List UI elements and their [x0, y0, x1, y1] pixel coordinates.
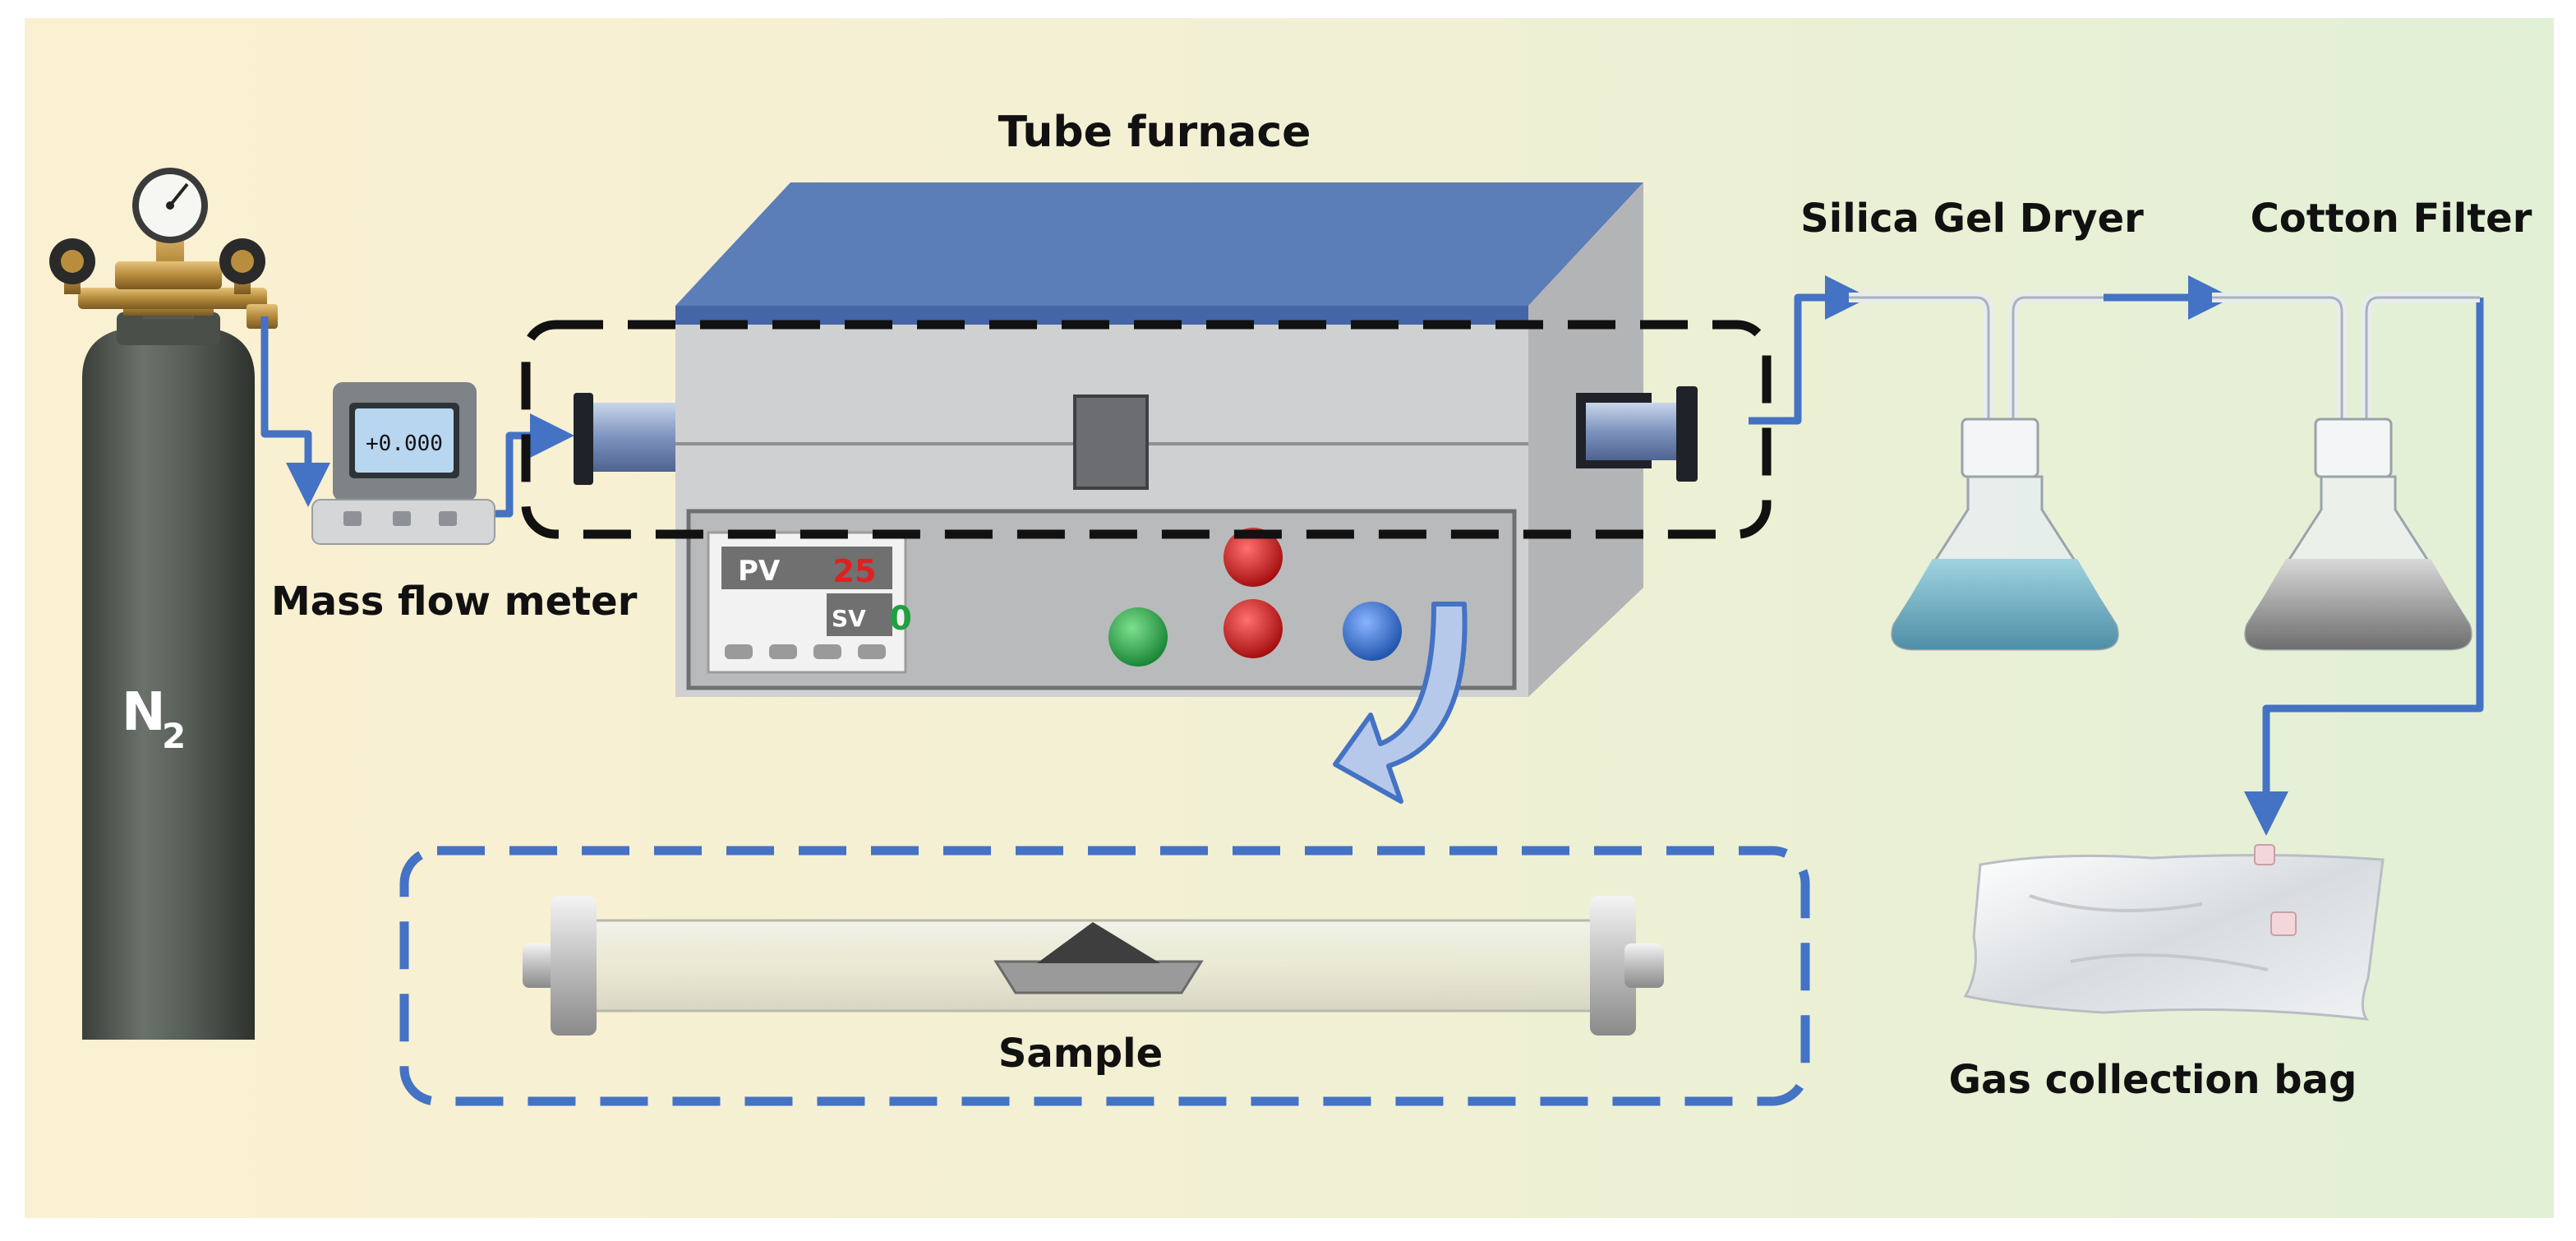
blue-button: [1343, 602, 1402, 661]
label-gas-collection-bag: Gas collection bag: [1949, 1057, 2357, 1103]
label-cotton-filter: Cotton Filter: [2251, 196, 2532, 242]
valve-handwheel-left-icon: [49, 238, 95, 284]
pv-value: 25: [833, 553, 877, 589]
gas-label-main: N: [122, 682, 166, 743]
mass-flow-meter: +0.000: [311, 382, 495, 545]
sv-label: SV: [832, 605, 866, 632]
label-sample: Sample: [998, 1031, 1163, 1077]
tube-highlight-box: [521, 320, 1772, 539]
temperature-controller: PV 25 SV 0: [707, 531, 912, 674]
sample-zoom-box: [399, 846, 1810, 1106]
red-button-top: [1223, 528, 1283, 587]
flow-line-meter-to-furnace: [485, 413, 574, 518]
cotton-filter-flask: [2212, 293, 2480, 651]
bag-valve-top: [2254, 844, 2275, 865]
sample-boat: [993, 922, 1204, 994]
label-mass-flow-meter: Mass flow meter: [271, 579, 638, 625]
label-tube-furnace: Tube furnace: [998, 108, 1311, 157]
pv-label: PV: [738, 555, 781, 588]
flow-lines: [260, 275, 2484, 836]
cotton-fill: [2245, 559, 2472, 649]
controller-key-2: [769, 644, 797, 659]
flow-line-cylinder-to-meter: [260, 316, 330, 507]
zoom-arrow-icon: [1333, 602, 1468, 804]
sv-value: 0: [889, 600, 912, 638]
gas-label-subscript: 2: [162, 716, 186, 756]
controller-key-4: [858, 644, 886, 659]
furnace-tube-outlet: [1576, 386, 1698, 482]
pressure-gauge-icon: [132, 168, 208, 243]
silica-gel-fill: [1892, 559, 2118, 649]
green-button: [1108, 607, 1168, 667]
flow-meter-key-3: [439, 511, 457, 526]
controller-key-3: [813, 644, 841, 659]
bag-valve-side: [2270, 911, 2297, 936]
flow-meter-key-1: [343, 511, 362, 526]
furnace-lid: [675, 182, 1643, 306]
flow-meter-readout: +0.000: [366, 431, 443, 456]
furnace-latch: [1073, 394, 1149, 490]
gas-collection-bag: [1963, 844, 2385, 1021]
furnace-tube-inlet: [574, 393, 675, 485]
controller-key-1: [725, 644, 753, 659]
flow-meter-key-2: [393, 511, 411, 526]
flow-line-filter-to-bag: [2244, 298, 2484, 836]
valve-handwheel-right-icon: [219, 238, 265, 284]
nitrogen-cylinder: N 2: [49, 168, 278, 1040]
tube-furnace: PV 25 SV 0: [574, 182, 1698, 697]
label-silica-gel-dryer: Silica Gel Dryer: [1800, 196, 2144, 242]
silica-gel-dryer-flask: [1849, 293, 2119, 651]
flow-line-furnace-to-dryer: [1749, 275, 1869, 425]
flow-meter-screen: [355, 408, 454, 473]
red-button-bottom: [1223, 599, 1283, 658]
